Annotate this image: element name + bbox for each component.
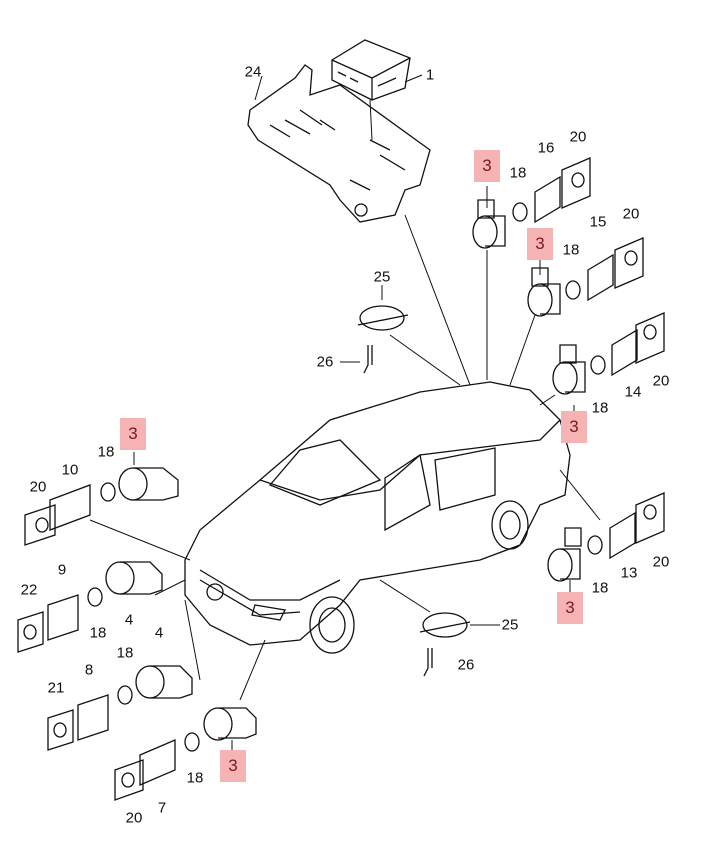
label-rear-pad-d: 20 xyxy=(652,553,670,571)
label-rear-pad-a: 20 xyxy=(569,128,587,146)
label-rear-sensor-c: 3 xyxy=(561,411,587,443)
label-rear-buzzer-clip: 26 xyxy=(316,353,334,371)
front-sensor-a-drawing xyxy=(24,467,179,546)
label-front-pad-a: 20 xyxy=(29,478,47,496)
label-front-buzzer: 25 xyxy=(501,616,519,634)
label-front-sensor-a: 3 xyxy=(120,418,146,450)
bracket-drawing xyxy=(247,64,431,223)
car-drawing xyxy=(184,381,571,654)
rear-sensor-a-drawing xyxy=(472,157,591,249)
label-front-sensor-c: 4 xyxy=(154,624,164,642)
label-front-buzzer-clip: 26 xyxy=(457,656,475,674)
label-rear-ring-a: 18 xyxy=(509,164,527,182)
label-rear-holder-b: 15 xyxy=(589,213,607,231)
front-sensor-c-drawing xyxy=(47,665,193,751)
label-control-unit: 1 xyxy=(425,66,435,84)
label-front-holder-d: 7 xyxy=(157,799,167,817)
label-rear-sensor-a: 3 xyxy=(474,150,500,182)
label-front-pad-d: 20 xyxy=(125,809,143,827)
label-front-ring-a: 18 xyxy=(97,443,115,461)
label-rear-pad-c: 20 xyxy=(652,372,670,390)
label-rear-sensor-d: 3 xyxy=(557,592,583,624)
label-rear-ring-b: 18 xyxy=(562,241,580,259)
label-front-pad-b: 22 xyxy=(20,581,38,599)
label-bracket: 24 xyxy=(244,63,262,81)
label-front-ring-c: 18 xyxy=(116,644,134,662)
rear-sensor-d-drawing xyxy=(547,492,665,582)
label-front-holder-c: 8 xyxy=(84,661,94,679)
label-front-sensor-d: 3 xyxy=(220,750,246,782)
control-unit-drawing xyxy=(331,39,411,101)
label-rear-pad-b: 20 xyxy=(622,205,640,223)
rear-sensor-c-drawing xyxy=(552,312,665,395)
label-front-sensor-b: 4 xyxy=(124,611,134,629)
front-sensor-d-drawing xyxy=(114,707,257,801)
label-front-ring-d: 18 xyxy=(186,769,204,787)
label-front-ring-b: 18 xyxy=(89,624,107,642)
label-rear-ring-c: 18 xyxy=(591,399,609,417)
rear-buzzer-drawing xyxy=(357,305,409,374)
label-rear-holder-c: 14 xyxy=(624,383,642,401)
label-front-holder-a: 10 xyxy=(61,461,79,479)
label-rear-holder-d: 13 xyxy=(620,564,638,582)
label-rear-holder-a: 16 xyxy=(537,139,555,157)
label-front-pad-c: 21 xyxy=(47,679,65,697)
front-buzzer-drawing xyxy=(419,612,471,677)
front-sensor-b-drawing xyxy=(17,561,163,653)
label-rear-sensor-b: 3 xyxy=(527,228,553,260)
label-rear-ring-d: 18 xyxy=(591,579,609,597)
rear-sensor-b-drawing xyxy=(527,237,644,317)
label-front-holder-b: 9 xyxy=(57,561,67,579)
label-rear-buzzer: 25 xyxy=(373,268,391,286)
